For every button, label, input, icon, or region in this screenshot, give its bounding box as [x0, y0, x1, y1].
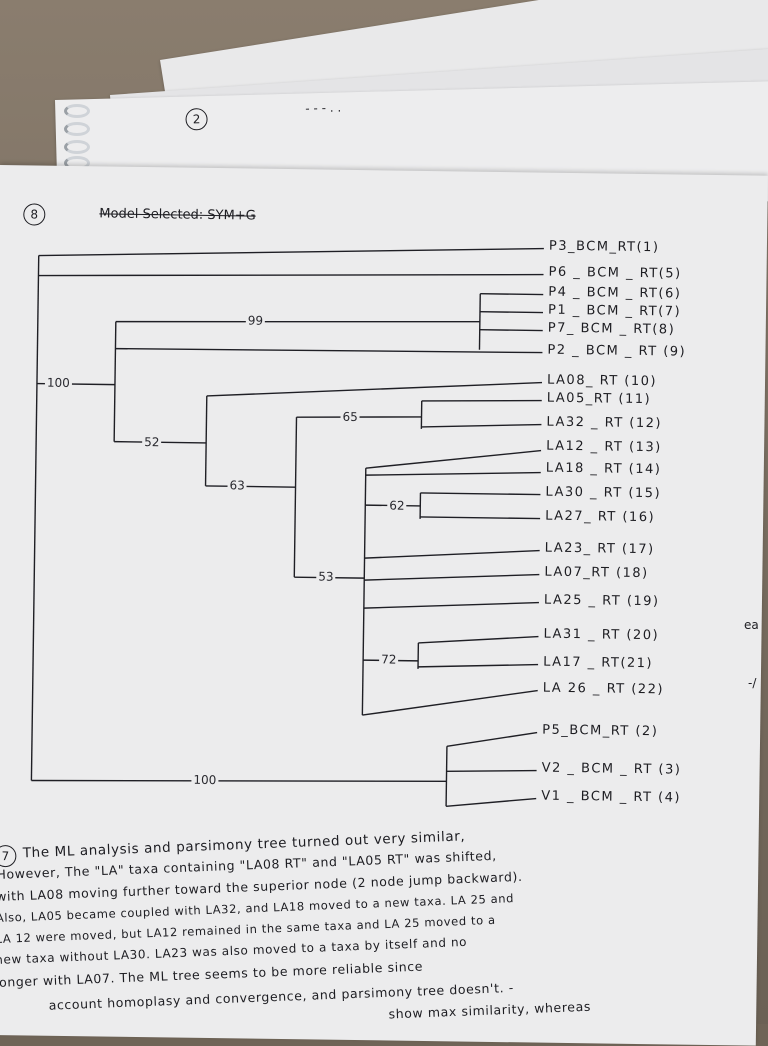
- branch-la17: [418, 663, 538, 669]
- support-value-la05-la32: 65: [340, 410, 359, 424]
- taxon-label: V1 _ BCM _ RT (4): [541, 789, 681, 806]
- taxon-label: P2 _ BCM _ RT (9): [547, 343, 686, 360]
- taxon-label: LA25 _ RT (19): [544, 593, 660, 610]
- taxon-label: LA32 _ RT (12): [546, 415, 662, 432]
- taxon-label: P5_BCM_RT (2): [542, 723, 658, 740]
- taxon-label: LA 26 _ RT (22): [543, 681, 664, 698]
- taxon-label: P3_BCM_RT(1): [549, 239, 660, 256]
- support-value-la-inner: 63: [227, 478, 246, 492]
- binder-ring: [64, 122, 90, 136]
- branch-la27: [420, 517, 540, 519]
- support-value-p-clade: 99: [246, 313, 265, 327]
- taxon-label: LA30 _ RT (15): [545, 485, 661, 502]
- taxon-label: P1 _ BCM _ RT(7): [548, 303, 681, 320]
- branch-p2: [115, 347, 542, 355]
- support-value-la-clade: 52: [142, 435, 161, 449]
- branch-to-p-clade: [116, 317, 480, 327]
- taxon-label: V2 _ BCM _ RT (3): [542, 761, 682, 778]
- support-value-outgroup: 100: [191, 773, 218, 787]
- branch-la31: [418, 635, 538, 645]
- branch-to-outgroup: [31, 775, 446, 786]
- taxon-label: LA31 _ RT (20): [543, 627, 659, 644]
- support-value-la31-la17: 72: [379, 652, 398, 666]
- back-page-scribble: - - - . .: [305, 101, 341, 116]
- support-value-la-sub: 53: [316, 569, 335, 583]
- branch-la12: [366, 448, 541, 470]
- branch-la05: [422, 399, 542, 403]
- taxon-label: LA23_ RT (17): [545, 541, 655, 558]
- root-backbone: [31, 256, 38, 781]
- branch-p7: [480, 330, 543, 331]
- branch-la08: [207, 378, 542, 401]
- taxon-label: LA17 _ RT(21): [543, 655, 653, 672]
- back-page-number: 2: [185, 108, 208, 131]
- node-main-vertical: [114, 322, 116, 442]
- margin-mark: -/: [748, 676, 756, 690]
- outgroup-vertical: [446, 746, 447, 806]
- taxon-label: LA08_ RT (10): [547, 373, 657, 390]
- taxon-label: LA12 _ RT (13): [546, 439, 662, 456]
- p-clade-vertical: [479, 294, 480, 350]
- branch-p6: [38, 268, 543, 283]
- branch-p1: [480, 312, 543, 313]
- branch-la07: [364, 572, 539, 582]
- margin-mark: ea: [744, 618, 759, 632]
- branch-p4: [480, 294, 543, 295]
- la-clade-vertical: [206, 396, 207, 486]
- branch-la23: [365, 548, 540, 560]
- branch-la18: [366, 470, 541, 477]
- support-value-la30-la27: 62: [387, 498, 406, 512]
- taxon-label: P7_ BCM _ RT(8): [548, 321, 676, 338]
- branch-v1: [446, 797, 536, 807]
- branch-p3: [39, 242, 544, 263]
- branch-la32: [421, 423, 541, 429]
- branch-la26: [362, 688, 537, 717]
- taxon-label: LA27_ RT (16): [545, 509, 655, 526]
- taxon-label: LA18 _ RT (14): [546, 461, 662, 478]
- binder-ring: [64, 104, 90, 118]
- taxon-label: P4 _ BCM _ RT(6): [548, 285, 681, 302]
- node-53-vertical: [362, 468, 365, 715]
- taxon-label: LA07_RT (18): [544, 565, 649, 581]
- node-63-vertical: [294, 417, 296, 577]
- taxon-label: P6 _ BCM _ RT(5): [548, 265, 681, 282]
- taxon-label: LA05_RT (11): [547, 391, 652, 407]
- paragraph-number: 7: [0, 845, 17, 867]
- branch-v2: [447, 769, 537, 772]
- branch-la25: [364, 600, 539, 610]
- notebook-page: 8 Model Selected: SYM+G: [0, 165, 768, 1046]
- branch-la30: [420, 493, 540, 495]
- binder-ring: [64, 140, 90, 154]
- branch-p5: [447, 731, 537, 747]
- branch-to-63: [206, 486, 296, 487]
- support-value-root: 100: [45, 376, 72, 390]
